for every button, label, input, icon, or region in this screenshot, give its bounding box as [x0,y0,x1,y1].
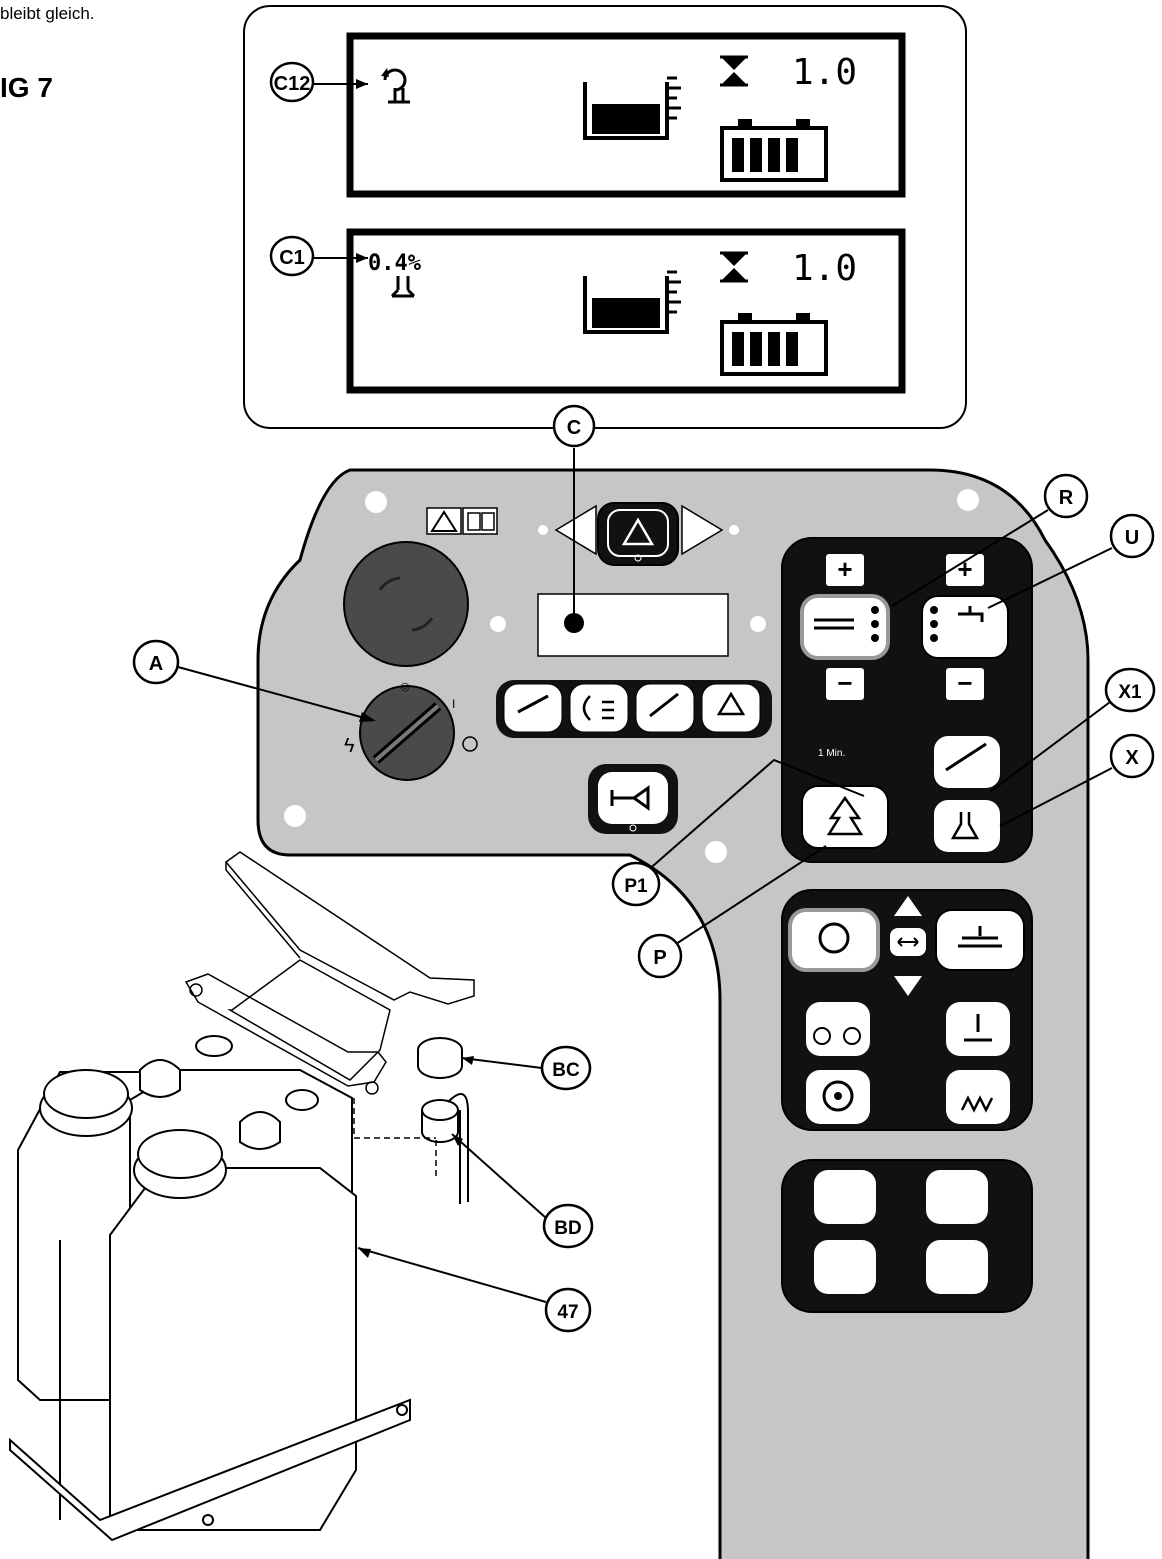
water-minus-label: − [957,668,972,698]
filter-shaker-button[interactable] [946,1070,1010,1124]
mounting-bracket [184,851,475,1095]
display-c1: 0.4% 1.0 [346,228,906,394]
solution-tank-icon [583,76,681,140]
key-switch[interactable] [359,685,455,781]
callout-c-label: C [567,417,581,439]
spray-wand-icon [649,692,679,718]
brush-minus-label: − [837,668,852,698]
hourglass-icon-2 [720,251,748,283]
slow-speed-icon [517,694,549,714]
recycle-button[interactable] [701,683,761,733]
water-plus-label: + [957,554,972,584]
callout-47: 47 [357,1247,592,1333]
rinse-cycle-icon [381,68,410,104]
detergent-percent: 0.4% [368,251,422,276]
callout-r: R [891,473,1089,607]
detergent-flask-icon [390,276,416,298]
callout-x1-label: X1 [1118,682,1142,703]
callout-c12: C12 [269,61,368,103]
callout-47-label: 47 [557,1302,578,1323]
hourglass-icon [720,55,748,87]
cap-bc [417,1037,463,1079]
brush-pressure-button[interactable] [800,594,890,660]
callout-x-label: X [1125,747,1139,769]
water-flow-button[interactable] [921,595,1009,659]
lights-button[interactable] [569,683,629,733]
brush-plus-label: + [837,554,852,584]
hopper-door-close-button[interactable] [926,1240,988,1294]
water-flow-plus-button[interactable]: + [946,554,984,586]
callout-r-label: R [1059,487,1074,509]
callout-bd-label: BD [554,1218,581,1239]
start-icon [462,736,478,752]
screw-holes [284,489,979,863]
fitting-bd [353,1093,469,1204]
hours-value-c12: 1.0 [792,52,857,93]
callout-p1-label: P1 [624,876,648,897]
warning-label [426,507,498,535]
display-c12: 1.0 [346,32,906,198]
callout-bc-label: BC [552,1060,580,1081]
callout-c: C [552,404,596,623]
scrub-brush-button[interactable] [935,909,1025,971]
callout-x1: X1 [989,667,1156,793]
solution-off-button[interactable] [934,736,1000,788]
hopper-door-open-button[interactable] [926,1170,988,1224]
emergency-stop-button[interactable] [343,541,469,667]
hours-value-c1: 1.0 [792,248,857,289]
callout-a: A [132,639,376,722]
callout-c1-label: C1 [279,247,305,269]
vacuum-fan-button[interactable] [806,1070,870,1124]
spray-wand-button[interactable] [635,683,695,733]
function-button-strip [496,680,772,738]
detergent-button[interactable] [934,800,1000,852]
top-note: bleibt gleich. [0,4,95,23]
hazard-button[interactable] [538,502,739,566]
solution-tank-icon-2 [583,270,681,334]
off-symbol: ◎ [400,681,410,693]
callout-x: X [999,733,1155,827]
timer-label: 1 Min. [818,748,845,759]
panel-display-window [537,593,729,657]
callout-c12-label: C12 [274,73,311,95]
callout-bd: BD [451,1133,594,1249]
callout-u: U [987,513,1155,609]
horn-icon [610,785,650,811]
horn-button[interactable] [588,764,678,834]
callout-c1: C1 [269,235,368,277]
battery-icon [720,119,828,182]
brush-pressure-plus-button[interactable]: + [826,554,864,586]
brush-pressure-minus-button[interactable]: − [826,668,864,700]
main-broom-button[interactable] [788,908,880,972]
figure-label: IG 7 [0,72,53,103]
callout-p: P [637,845,827,979]
hopper-raise-button[interactable] [814,1170,876,1224]
lightning-icon: ϟ [344,735,355,757]
callout-bc: BC [461,1045,592,1091]
detergent-icon [950,812,980,840]
on-symbol: I [452,697,455,711]
tree-icon [826,795,864,836]
scrub-spray-button[interactable] [946,1002,1010,1056]
hopper-lower-button[interactable] [814,1240,876,1294]
raise-lower-button[interactable] [890,896,926,996]
callout-p-label: P [653,947,666,969]
callout-p1: P1 [611,758,865,907]
slow-speed-button[interactable] [503,683,563,733]
callout-a-label: A [149,653,163,675]
battery-icon-2 [720,313,828,376]
callout-u-label: U [1125,527,1139,549]
water-flow-minus-button[interactable]: − [946,668,984,700]
solution-tanks [9,1035,411,1542]
eco-mode-button[interactable] [801,785,889,849]
headlight-icon [582,695,614,721]
side-brush-raise-button[interactable] [806,1002,870,1056]
recycle-icon [716,691,746,716]
